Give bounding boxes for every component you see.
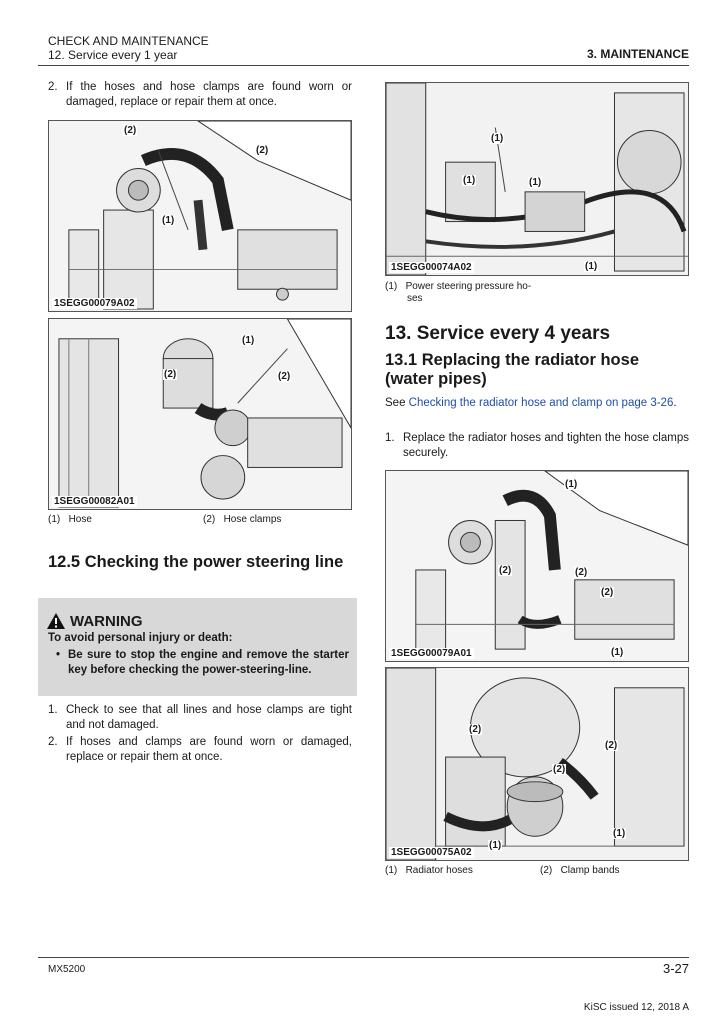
- callout-hose-clamp-left: (2): [163, 369, 178, 380]
- warning-label: WARNING: [70, 612, 143, 630]
- callout-radiator-hose-right: (1): [612, 828, 627, 839]
- running-header: CHECK AND MAINTENANCE 12. Service every …: [48, 34, 209, 62]
- caption-number: (2): [540, 865, 553, 876]
- engine-illustration: [386, 83, 688, 275]
- callout-radiator-hose-top: (1): [564, 479, 579, 490]
- step-text: Replace the radiator hoses and tighten t…: [403, 432, 689, 459]
- step-2-hoses: 2. If the hoses and hose clamps are foun…: [48, 80, 352, 110]
- footer-model: MX5200: [48, 964, 86, 975]
- callout-hose-middle: (1): [528, 177, 543, 188]
- figure-id: 1SEGG00074A02: [389, 262, 474, 273]
- heading-service-4-years: 13. Service every 4 years: [385, 323, 611, 344]
- caption-number: (2): [203, 514, 216, 525]
- header-divider: [38, 65, 689, 66]
- callout-hose-bottom: (1): [584, 261, 599, 272]
- figure-power-steering-hoses: (1) (1) (1) (1) 1SEGG00074A02: [385, 82, 689, 276]
- caption-number: (1): [385, 281, 398, 292]
- step-2-replace-lines: 2. If hoses and clamps are found worn or…: [48, 735, 352, 765]
- callout-hose-left: (1): [462, 175, 477, 186]
- callout-hose: (1): [161, 215, 176, 226]
- caption-number: (1): [385, 865, 398, 876]
- caption-text: Power steering pressure ho-: [405, 281, 532, 292]
- caption-text: Hose: [68, 514, 92, 525]
- caption-power-steering-hoses: (1) Power steering pressure ho- ses: [385, 281, 531, 305]
- issue-note: KiSC issued 12, 2018 A: [583, 1002, 689, 1013]
- caption-clamp-bands: (2) Clamp bands: [540, 865, 620, 877]
- callout-clamp-band-left: (2): [498, 565, 513, 576]
- step-1-replace-hoses: 1. Replace the radiator hoses and tighte…: [385, 431, 689, 461]
- figure-id: 1SEGG00075A02: [389, 847, 474, 858]
- caption-text: Radiator hoses: [405, 865, 473, 876]
- callout-clamp-band-middle: (2): [574, 567, 589, 578]
- cross-reference-link[interactable]: Checking the radiator hose and clamp on …: [408, 397, 674, 409]
- caption-radiator-hoses: (1) Radiator hoses: [385, 865, 473, 877]
- cross-reference: See Checking the radiator hose and clamp…: [385, 396, 689, 411]
- step-number: 2.: [48, 81, 58, 93]
- engine-illustration: [386, 471, 688, 661]
- caption-text-continued: ses: [407, 293, 423, 304]
- figure-radiator-hose-upper: (1) (2) (2) (2) (1) 1SEGG00079A01: [385, 470, 689, 662]
- caption-hose: (1) Hose: [48, 514, 92, 526]
- see-suffix: .: [673, 397, 677, 409]
- caption-text: Hose clamps: [223, 514, 282, 525]
- bullet-icon: •: [56, 649, 61, 661]
- warning-lead: To avoid personal injury or death:: [48, 632, 233, 644]
- callout-radiator-hose-bottom: (1): [610, 647, 625, 658]
- callout-hose-clamp-right: (2): [277, 371, 292, 382]
- warning-box: WARNING To avoid personal injury or deat…: [38, 598, 357, 696]
- figure-id: 1SEGG00079A01: [389, 648, 474, 659]
- caption-text: Clamp bands: [560, 865, 620, 876]
- heading-power-steering: 12.5 Checking the power steering line: [48, 553, 344, 571]
- warning-bullet-text: Be sure to stop the engine and remove th…: [68, 649, 349, 676]
- chapter-tab: 3. MAINTENANCE: [586, 47, 689, 61]
- step-text: If the hoses and hose clamps are found w…: [66, 81, 352, 108]
- callout-clamp-band-right: (2): [604, 740, 619, 751]
- caption-hose-clamps: (2) Hose clamps: [203, 514, 281, 526]
- heading-replacing-radiator-hose: 13.1 Replacing the radiator hose (water …: [385, 351, 639, 388]
- figure-engine-hose-clamps: (1) (2) (2) 1SEGG00082A01: [48, 318, 352, 510]
- figure-id: 1SEGG00079A02: [52, 298, 137, 309]
- step-text: If hoses and clamps are found worn or da…: [66, 736, 352, 763]
- callout-clamp-band-left: (2): [468, 724, 483, 735]
- callout-hose: (1): [241, 335, 256, 346]
- engine-illustration: [386, 668, 688, 860]
- chapter-title: CHECK AND MAINTENANCE: [48, 34, 209, 48]
- figure-radiator-hose-lower: (2) (2) (2) (1) (1) 1SEGG00075A02: [385, 667, 689, 861]
- callout-hose-clamp-top: (2): [123, 125, 138, 136]
- see-prefix: See: [385, 397, 409, 409]
- warning-title: WARNING: [46, 612, 143, 630]
- callout-hose-clamp-right: (2): [255, 145, 270, 156]
- page-number: 3-27: [662, 961, 689, 976]
- warning-triangle-icon: [47, 613, 65, 629]
- step-number: 1.: [385, 432, 395, 444]
- engine-illustration: [49, 121, 351, 311]
- callout-clamp-band-middle: (2): [552, 764, 567, 775]
- callout-hose-top: (1): [490, 133, 505, 144]
- warning-bullet: • Be sure to stop the engine and remove …: [48, 648, 349, 678]
- callout-radiator-hose-bottom: (1): [488, 840, 503, 851]
- footer-divider: [38, 957, 689, 958]
- step-number: 1.: [48, 704, 58, 716]
- engine-illustration: [49, 319, 351, 509]
- section-title: 12. Service every 1 year: [48, 48, 178, 62]
- callout-clamp-band-right: (2): [600, 587, 615, 598]
- figure-id: 1SEGG00082A01: [52, 496, 137, 507]
- step-text: Check to see that all lines and hose cla…: [66, 704, 352, 731]
- step-1-check-lines: 1. Check to see that all lines and hose …: [48, 703, 352, 733]
- caption-number: (1): [48, 514, 61, 525]
- step-number: 2.: [48, 736, 58, 748]
- figure-engine-hose: (2) (2) (1) 1SEGG00079A02: [48, 120, 352, 312]
